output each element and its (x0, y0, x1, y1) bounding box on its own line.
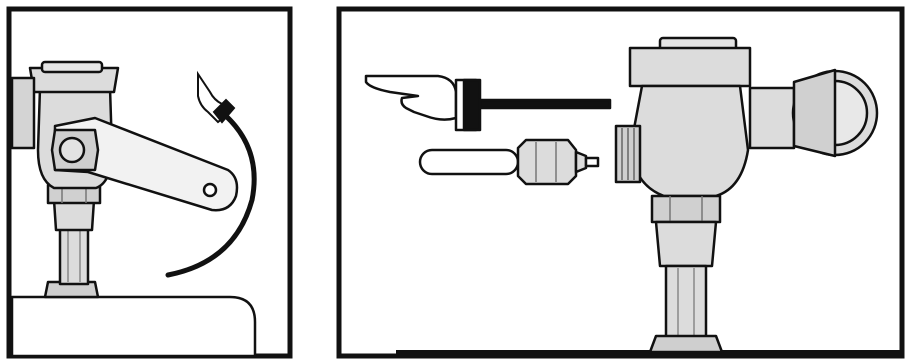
curved-arrow-icon (165, 113, 257, 278)
flush-valve-body (10, 60, 257, 358)
cover-cap (40, 60, 104, 74)
handle-assembly-icon (418, 138, 600, 186)
supply-stub (10, 76, 36, 150)
fixture-top-edge (396, 350, 900, 356)
handle-nut-face (58, 136, 86, 164)
insertion-rod (478, 98, 612, 110)
pointing-hand-icon (364, 74, 612, 132)
right-panel-illustration (336, 6, 905, 359)
panel-left-handle-rotation (0, 0, 300, 360)
left-panel-illustration (6, 6, 293, 359)
lever-hole (202, 182, 218, 198)
handle-lever (53, 116, 239, 212)
flush-valve-icon (614, 36, 879, 354)
pointing-hand-icon (197, 70, 236, 124)
panel-right-handle-insertion (330, 0, 906, 360)
flush-tube (58, 226, 90, 286)
fixture-body (10, 295, 257, 358)
tube-collar (52, 198, 96, 232)
